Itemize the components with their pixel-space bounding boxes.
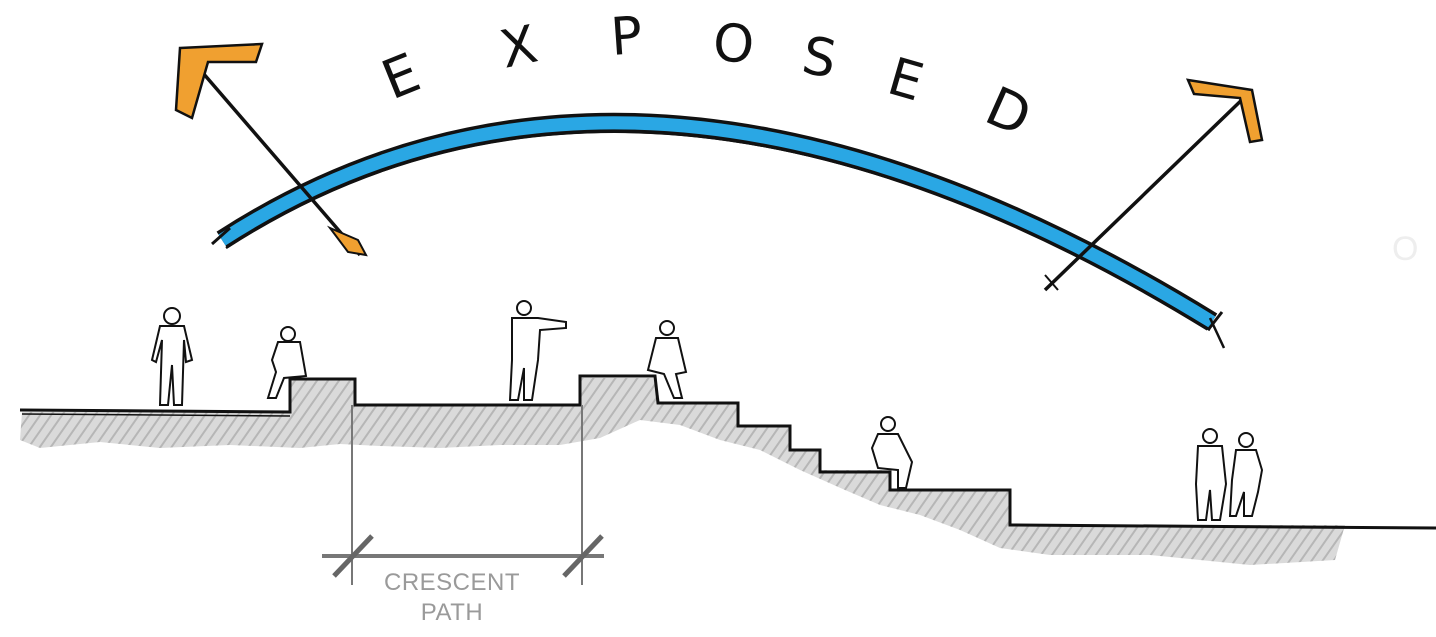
person-standing-1 xyxy=(152,308,192,405)
svg-text:E: E xyxy=(373,41,428,112)
crescent-path-label-line1: CRESCENT xyxy=(362,568,542,598)
ground-hatch xyxy=(20,378,1345,565)
person-pointing xyxy=(510,301,566,400)
svg-text:X: X xyxy=(495,15,542,81)
svg-text:E: E xyxy=(881,47,929,114)
right-exposure-arrow xyxy=(1045,80,1262,290)
cut-off-text: O xyxy=(1392,230,1418,269)
svg-text:O: O xyxy=(711,13,756,76)
exposure-arc xyxy=(222,123,1212,322)
svg-text:P: P xyxy=(609,6,644,68)
crescent-path-label: CRESCENT PATH xyxy=(362,568,542,628)
svg-text:D: D xyxy=(977,74,1041,148)
svg-text:S: S xyxy=(798,26,841,91)
couple-walking xyxy=(1196,429,1262,520)
crescent-path-label-line2: PATH xyxy=(362,598,542,628)
left-exposure-arrow xyxy=(176,44,366,255)
